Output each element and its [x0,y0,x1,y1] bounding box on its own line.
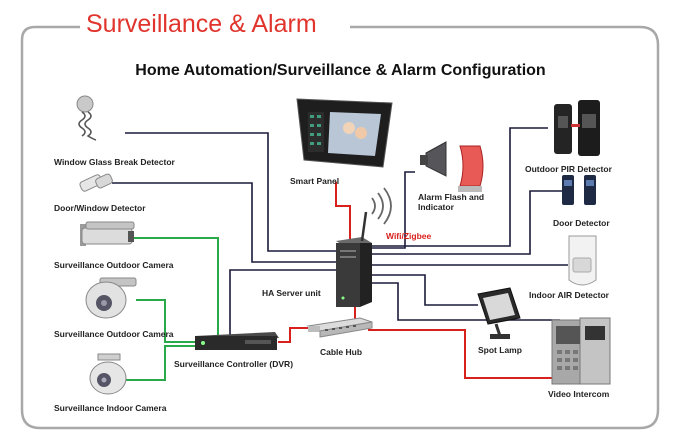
door-sensor-icon [562,175,596,205]
network-switch-icon [306,317,373,338]
label-indoor-air: Indoor AIR Detector [529,290,609,300]
flood-lamp-icon [477,287,521,339]
wireless-signal-icon [371,187,392,225]
label-wifi-zigbee: Wifi/Zigbee [386,231,432,241]
bullet-camera-icon [80,221,135,246]
wire-alarm [372,171,415,249]
wire-dvr-server [229,269,336,338]
wire-door-detector [372,190,565,255]
wire-pir [372,127,548,247]
label-smart-panel: Smart Panel [290,176,340,186]
intercom-panel-icon [551,317,611,385]
section-title: Surveillance & Alarm [86,10,317,38]
black-wires [112,127,568,338]
wire-dvr-hub [278,327,310,343]
label-cable-hub: Cable Hub [320,347,363,357]
dome-camera-icon [85,277,137,319]
label-door-detector: Door Detector [553,218,610,228]
server-tower-icon [336,211,372,307]
beam-detector-icon [554,100,600,156]
label-door-window-detector: Door/Window Detector [54,203,146,213]
touch-panel-icon [296,98,393,168]
wire-cam1 [133,237,219,342]
label-alarm-flash: Alarm Flash and Indicator [418,192,485,212]
motion-detector-icon [568,235,597,286]
wire-door-window [112,182,336,263]
label-indoor-camera: Surveillance Indoor Camera [54,403,167,413]
label-outdoor-pir: Outdoor PIR Detector [525,164,612,174]
green-wires [122,237,219,381]
wire-spot-lamp [372,274,478,306]
diagram-title: Home Automation/Surveillance & Alarm Con… [135,62,546,79]
wire-hub-intercom [368,329,552,379]
wire-intercom [372,282,560,321]
glass-break-sensor-icon [76,95,97,141]
label-dvr: Surveillance Controller (DVR) [174,359,294,369]
wire-smart-panel [335,182,351,240]
label-glass-break-detector: Window Glass Break Detector [54,157,175,167]
dvr-recorder-icon [195,332,279,350]
frame-border [20,25,660,430]
wire-glass-break [125,132,336,252]
door-window-sensor-icon [79,173,113,192]
label-video-intercom: Video Intercom [548,389,610,399]
wire-cam2 [136,299,195,343]
label-outdoor-camera-2: Surveillance Outdoor Camera [54,329,174,339]
siren-strobe-icon [420,141,484,192]
indoor-camera-icon [89,353,127,395]
label-outdoor-camera-1: Surveillance Outdoor Camera [54,260,174,270]
label-ha-server: HA Server unit [262,288,321,298]
label-spot-lamp: Spot Lamp [478,345,522,355]
wire-indoor-cam [122,345,195,381]
